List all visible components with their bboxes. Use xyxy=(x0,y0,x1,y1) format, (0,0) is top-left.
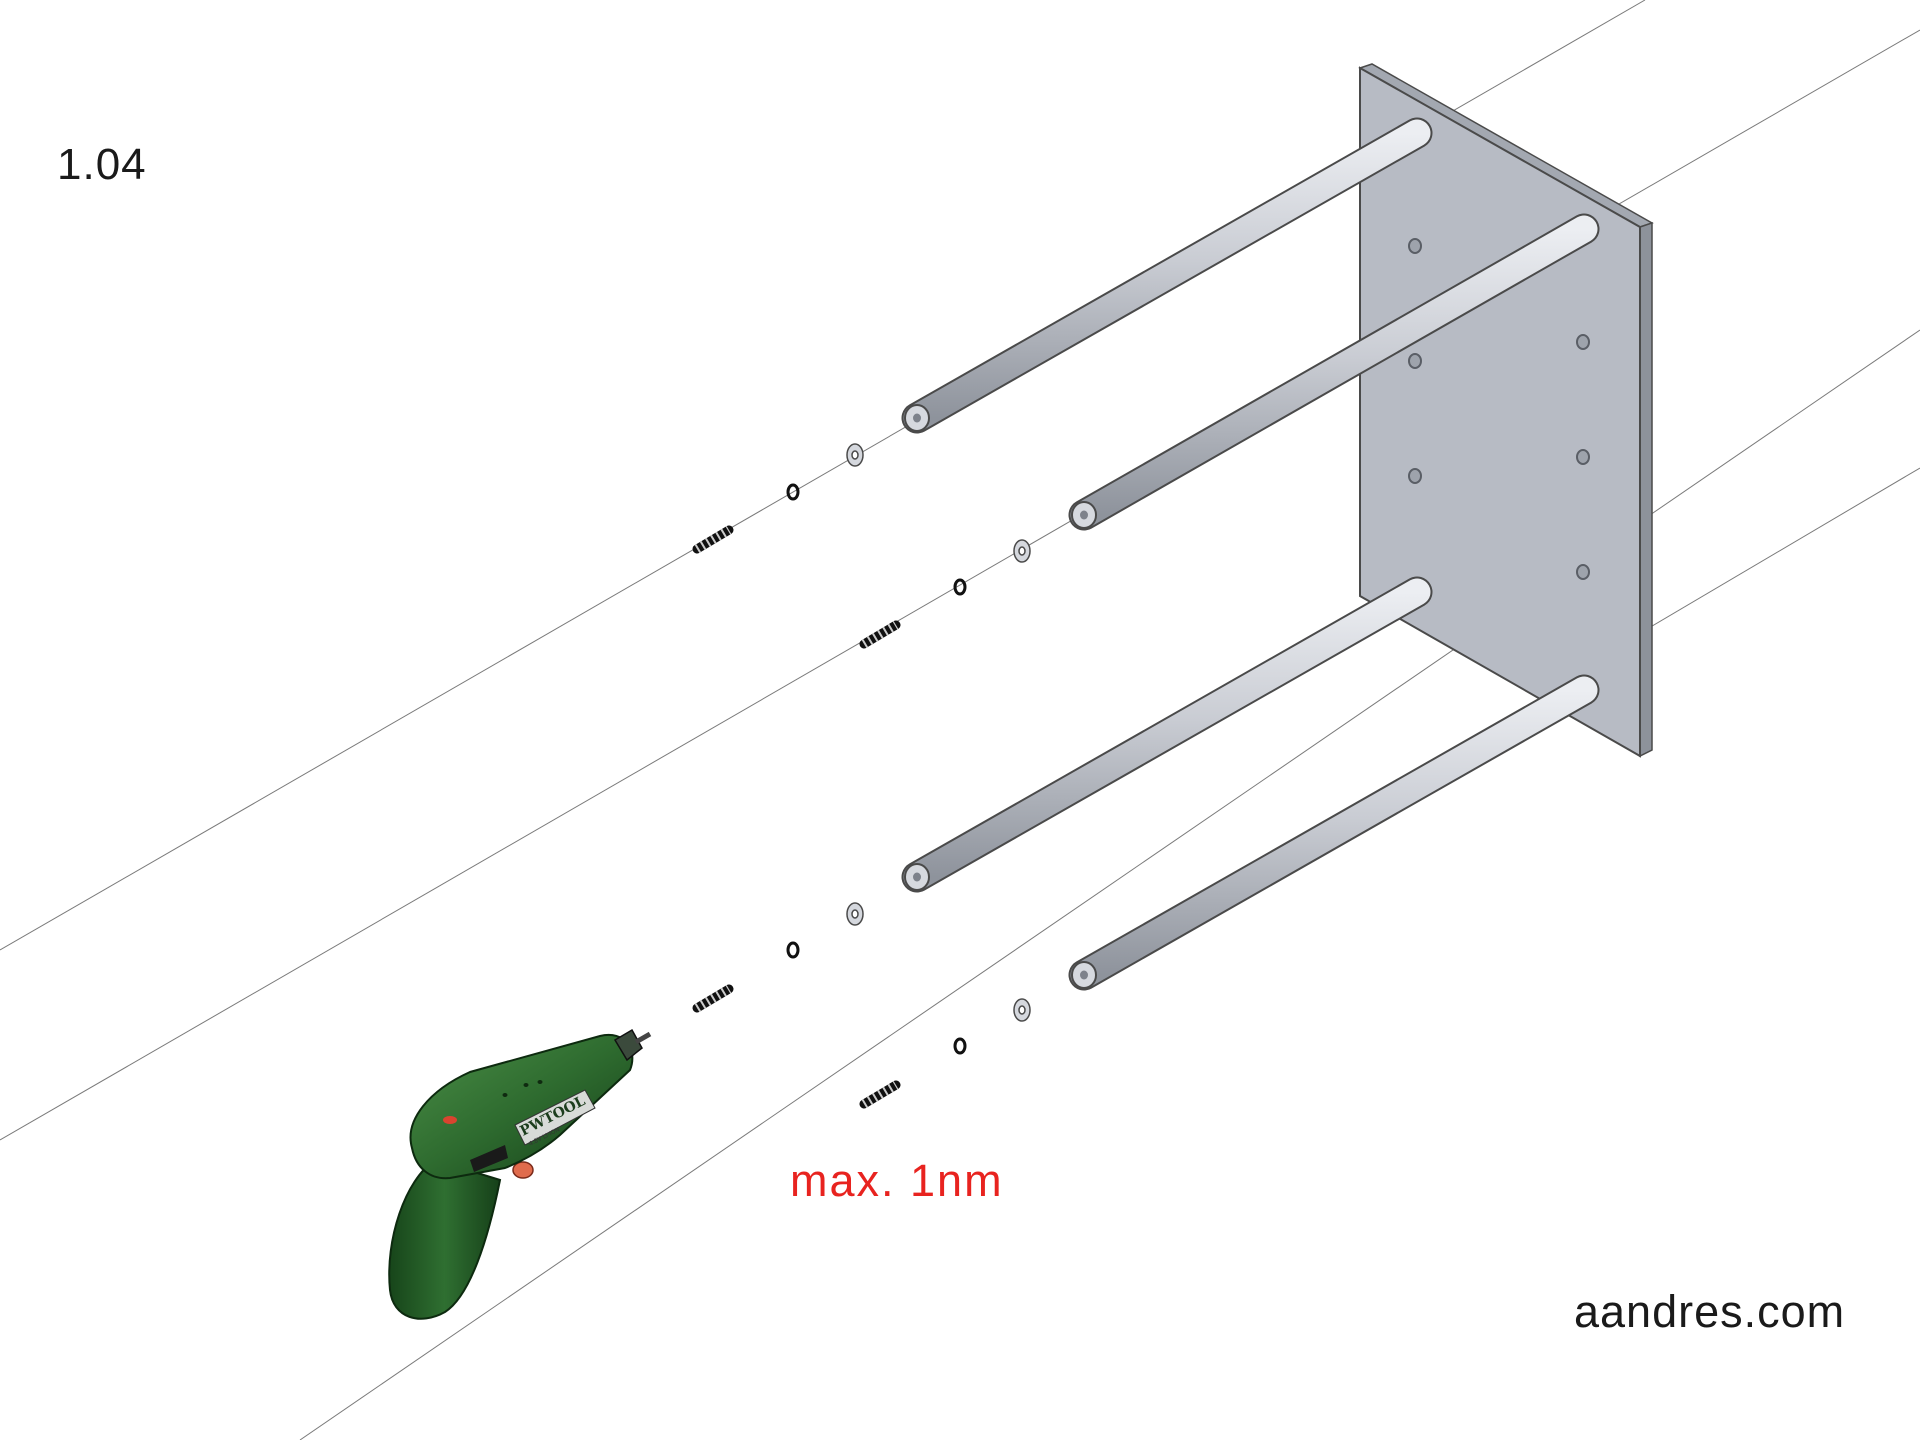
lock-ring xyxy=(953,578,967,596)
threaded-stud xyxy=(692,984,734,1013)
plate-hole xyxy=(1408,353,1422,369)
cordless-screwdriver-icon: PWTOOL 4.8V LI-ION xyxy=(388,1028,652,1320)
drill-battery-band xyxy=(470,1145,508,1172)
website-label: aandres.com xyxy=(1574,1286,1846,1337)
washer xyxy=(1013,539,1031,563)
lock-ring xyxy=(953,1037,967,1055)
plate-hole xyxy=(1576,334,1590,350)
step-number: 1.04 xyxy=(57,140,147,189)
drill-bit xyxy=(634,1031,652,1045)
washers xyxy=(846,443,1031,1022)
plate-hole xyxy=(1576,564,1590,580)
plate-hole xyxy=(1408,238,1422,254)
rod-lower-right xyxy=(1068,674,1600,991)
lock-ring xyxy=(786,483,800,501)
threaded-stud xyxy=(859,620,901,649)
plate-right-edge xyxy=(1639,221,1653,758)
rod-upper-left xyxy=(901,117,1433,434)
rods xyxy=(901,117,1600,991)
plate-holes xyxy=(1408,238,1590,580)
drill-label-plate xyxy=(514,1089,596,1146)
drill-vents xyxy=(502,1080,543,1097)
plate-face xyxy=(1359,66,1641,758)
drill-handle xyxy=(388,1158,502,1320)
threaded-studs xyxy=(692,525,901,1109)
rod-upper-right xyxy=(1068,213,1600,531)
lock-rings xyxy=(786,483,967,1055)
torque-label: max. 1nm xyxy=(790,1155,1004,1206)
washer xyxy=(846,443,864,467)
mounting-plate xyxy=(1358,63,1654,758)
drill-chuck xyxy=(613,1028,643,1062)
plate-hole xyxy=(1576,449,1590,465)
drill-indicator-light xyxy=(443,1116,457,1124)
washer xyxy=(1013,998,1031,1022)
lock-ring xyxy=(786,941,800,959)
rod-lower-left xyxy=(901,576,1433,893)
drill-trigger xyxy=(512,1161,534,1179)
drill-body xyxy=(409,1033,634,1180)
axis-line xyxy=(1619,467,1920,646)
plate-hole xyxy=(1408,468,1422,484)
threaded-stud xyxy=(692,525,734,554)
washer xyxy=(846,902,864,926)
threaded-stud xyxy=(859,1080,901,1109)
